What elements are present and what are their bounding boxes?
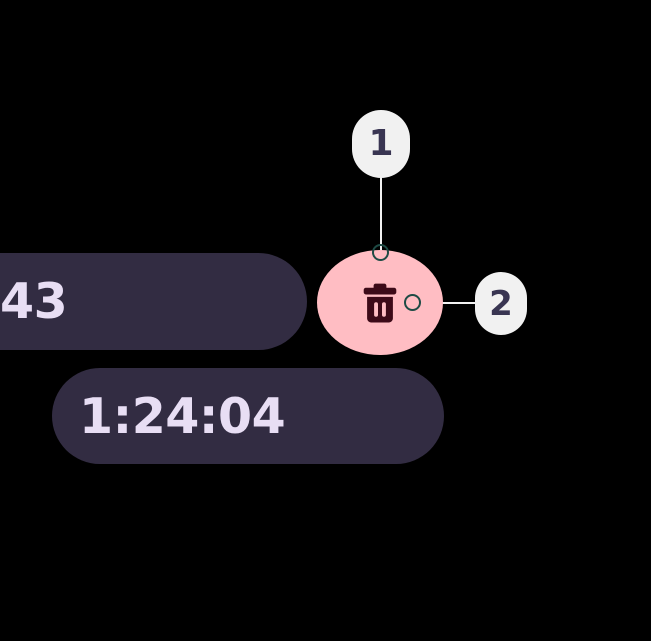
trash-icon — [363, 283, 397, 323]
duration-pill-bottom[interactable]: 1:24:04 — [52, 368, 444, 464]
callout-anchor-top — [372, 244, 389, 261]
callout-anchor-right — [404, 294, 421, 311]
callout-badge-1[interactable]: 1 — [352, 110, 410, 178]
callout-connector-line-2 — [419, 302, 481, 304]
duration-pill-bottom-label: 1:24:04 — [79, 387, 286, 445]
callout-connector-line-1 — [380, 166, 382, 252]
duration-pill-top[interactable]: 43 — [0, 253, 307, 350]
callout-badge-2[interactable]: 2 — [475, 272, 527, 335]
duration-pill-top-label: 43 — [0, 273, 68, 330]
delete-button[interactable] — [317, 250, 443, 355]
